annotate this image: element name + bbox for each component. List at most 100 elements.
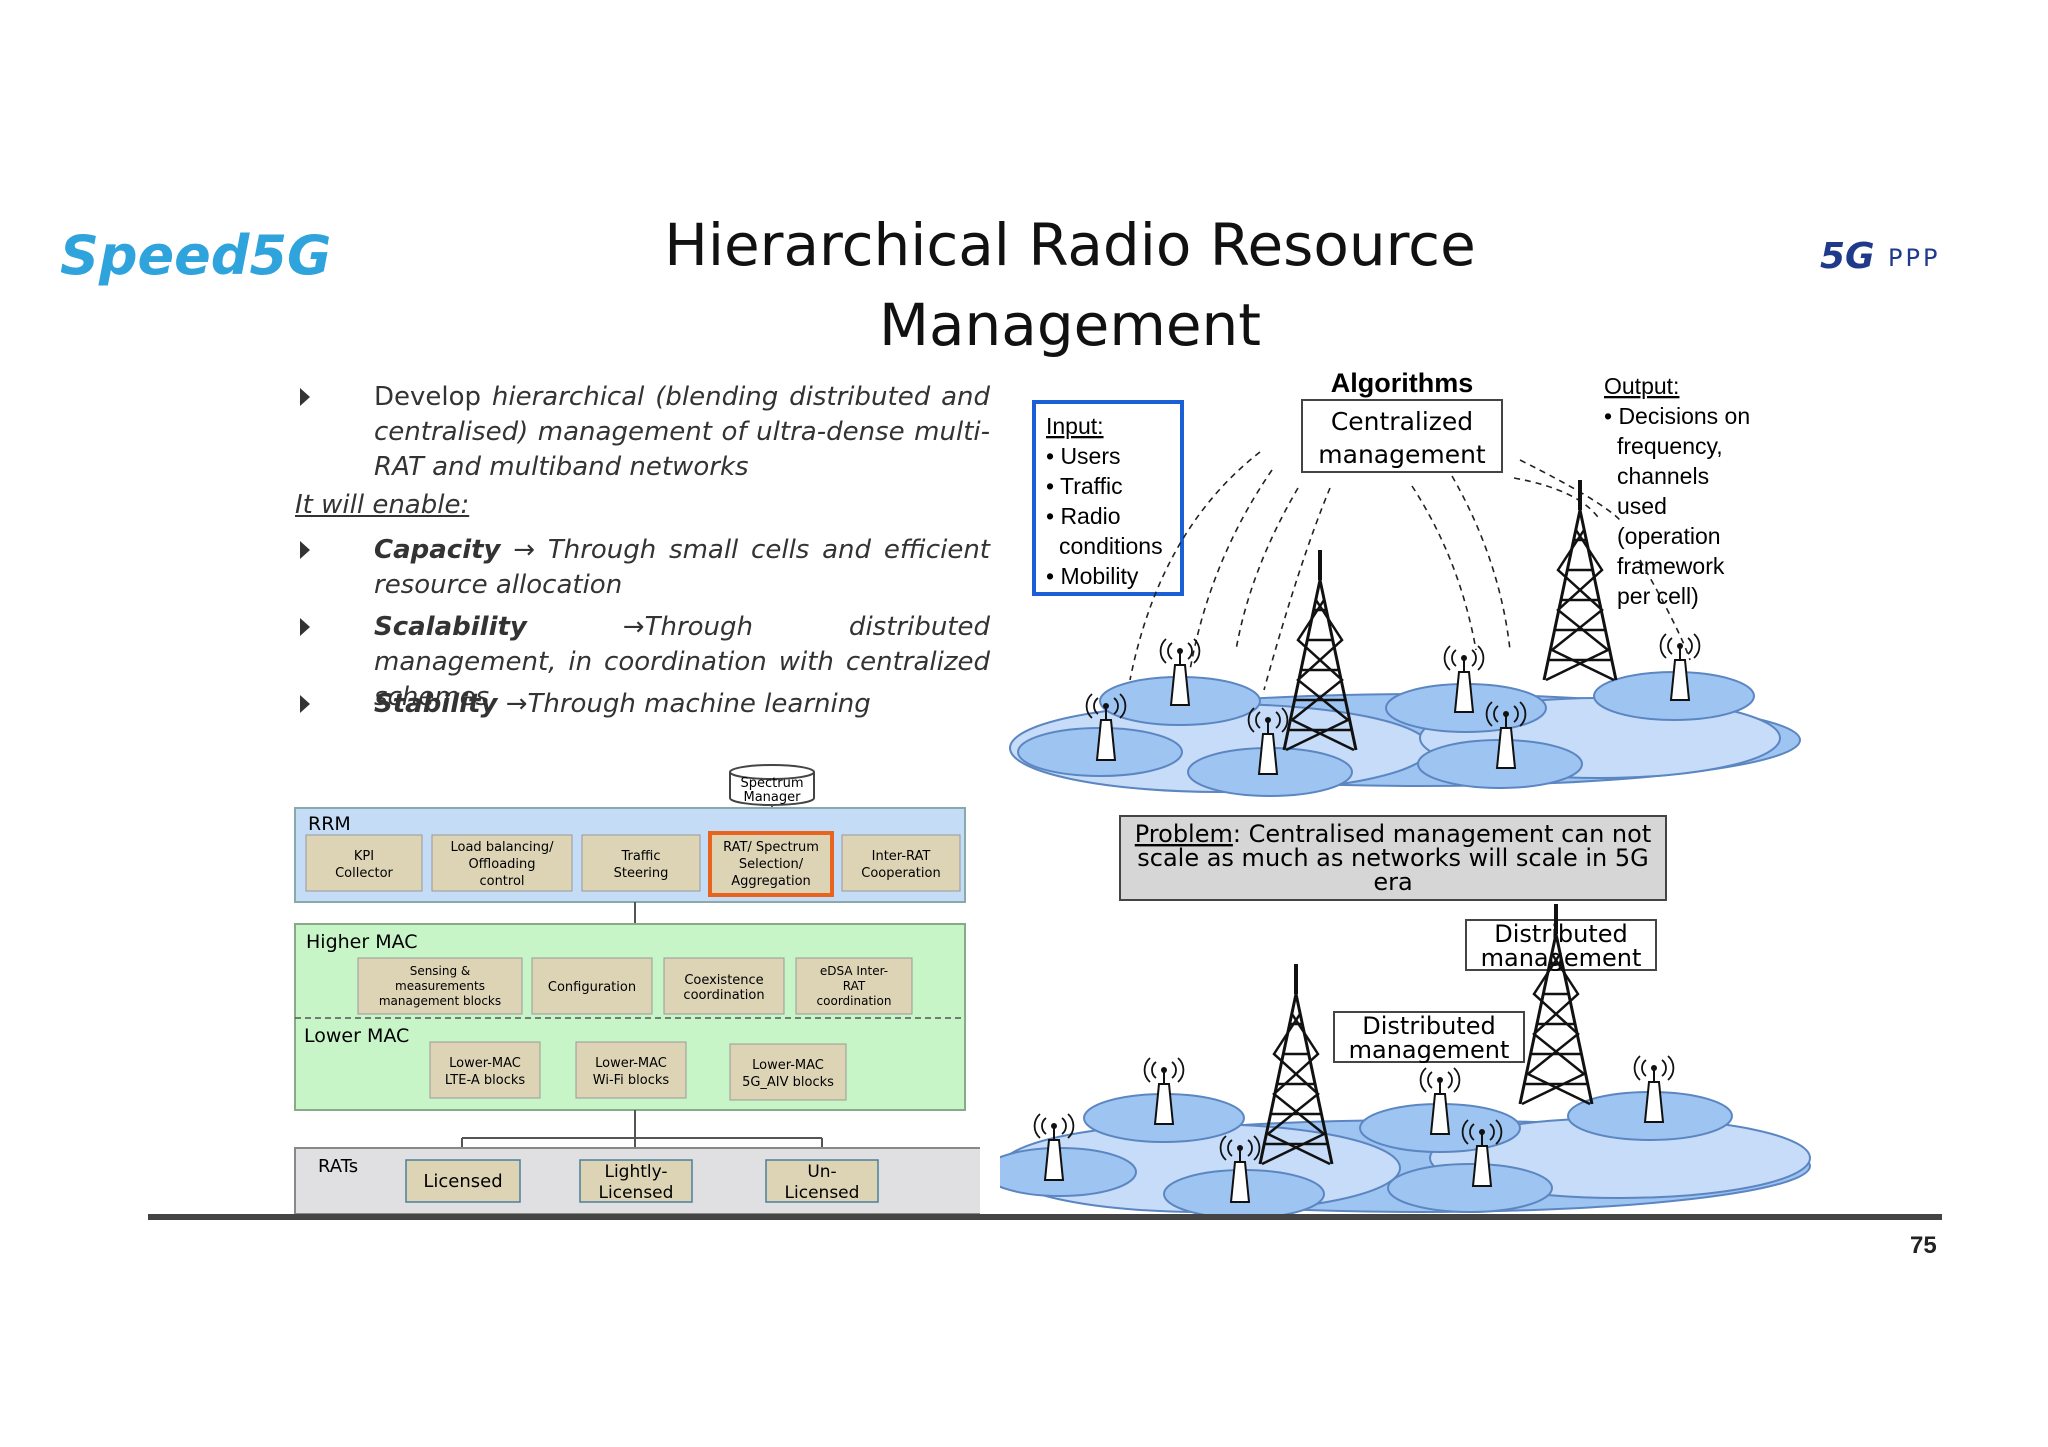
block-load-balancing bbox=[431, 834, 573, 892]
block-sensing bbox=[357, 957, 523, 1015]
block-label: control bbox=[479, 874, 524, 889]
block-label: LTE-A blocks bbox=[445, 1073, 526, 1088]
output-item: framework bbox=[1617, 553, 1725, 579]
block-label: Cooperation bbox=[861, 866, 940, 881]
bullet-text-italic: →Through machine learning bbox=[497, 689, 871, 719]
spectrum-manager-label: Spectrum bbox=[741, 776, 804, 791]
footer-rule bbox=[148, 1214, 1942, 1220]
speed5g-logo-text: Speed5G bbox=[60, 224, 331, 287]
block-label: Collector bbox=[335, 866, 393, 881]
higher-mac-label: Higher MAC bbox=[306, 931, 418, 953]
control-links bbox=[1129, 451, 1691, 691]
output-item: frequency, bbox=[1617, 433, 1723, 459]
distributed-label: Distributed bbox=[1362, 1012, 1495, 1040]
output-item: (operation bbox=[1617, 523, 1721, 549]
block-coexistence bbox=[663, 957, 785, 1015]
input-item: conditions bbox=[1059, 533, 1163, 559]
block-edsa bbox=[795, 957, 913, 1015]
input-item: • Mobility bbox=[1046, 563, 1139, 589]
block-lower-mac-lte bbox=[429, 1041, 541, 1099]
bullet-text-italic: hierarchical (blending distributed and c… bbox=[374, 382, 990, 482]
bullet-triangle-icon bbox=[300, 541, 310, 559]
bullet-bold: Scalability bbox=[374, 612, 527, 642]
distributed-management-box-2 bbox=[1333, 1011, 1525, 1063]
lower-mac-blocks: Lower-MAC LTE-A blocks Lower-MAC Wi-Fi b… bbox=[429, 1041, 847, 1101]
block-label: Licensed bbox=[785, 1183, 860, 1203]
block-label: Wi-Fi blocks bbox=[593, 1073, 670, 1088]
block-label: coordination bbox=[683, 988, 764, 1003]
bullet-text-italic: → Through small cells and efficient reso… bbox=[374, 535, 990, 600]
block-label: KPI bbox=[354, 849, 374, 864]
rrm-label: RRM bbox=[308, 813, 351, 835]
block-label: Lower-MAC bbox=[752, 1058, 824, 1073]
block-label: coordination bbox=[817, 994, 892, 1008]
block-unlicensed bbox=[765, 1159, 879, 1203]
page-title-line1: Hierarchical Radio Resource bbox=[664, 211, 1476, 279]
top-network bbox=[1009, 478, 1801, 797]
block-label: Licensed bbox=[423, 1171, 502, 1192]
block-label: Sensing & bbox=[410, 964, 471, 978]
block-label: measurements bbox=[395, 979, 485, 993]
rrm-blocks: KPI Collector Load balancing/ Offloading… bbox=[305, 831, 961, 897]
5gppp-logo-ppp: PPP bbox=[1888, 244, 1940, 272]
block-label: Offloading bbox=[468, 857, 535, 872]
bullet-stability: Stability →Through machine learning bbox=[300, 687, 990, 722]
bullet-text-italic: →Through distributed management, in coor… bbox=[374, 612, 990, 712]
problem-line3: era bbox=[1373, 868, 1412, 896]
block-label: Lower-MAC bbox=[595, 1056, 667, 1071]
bullet-triangle-icon bbox=[300, 618, 310, 636]
block-label: RAT/ Spectrum bbox=[723, 840, 819, 855]
block-lower-mac-wifi bbox=[575, 1041, 687, 1099]
problem-text: : Centralised management can not bbox=[1233, 820, 1651, 848]
block-licensed bbox=[405, 1159, 521, 1203]
input-item: • Traffic bbox=[1046, 473, 1123, 499]
block-label: Un- bbox=[807, 1162, 836, 1182]
block-label: Steering bbox=[614, 866, 669, 881]
block-label: RAT bbox=[843, 979, 866, 993]
output-item: channels bbox=[1617, 463, 1709, 489]
network-diagram: Algorithms Centralized management Input:… bbox=[1000, 368, 1811, 1219]
input-item: • Radio bbox=[1046, 503, 1121, 529]
block-label: Traffic bbox=[620, 849, 660, 864]
block-lightly-licensed bbox=[579, 1159, 693, 1203]
input-title: Input: bbox=[1046, 413, 1104, 439]
block-label: Selection/ bbox=[739, 857, 804, 872]
block-traffic-steering bbox=[581, 834, 701, 892]
problem-line2: scale as much as networks will scale in … bbox=[1137, 844, 1648, 872]
block-label: Configuration bbox=[548, 980, 636, 995]
problem-box bbox=[1119, 815, 1667, 901]
output-item: used bbox=[1617, 493, 1667, 519]
block-label: 5G_AIV blocks bbox=[742, 1075, 834, 1090]
enable-heading: It will enable: bbox=[295, 490, 470, 520]
bullet-bold: Capacity bbox=[374, 535, 501, 565]
input-item: • Users bbox=[1046, 443, 1121, 469]
lower-mac-label: Lower MAC bbox=[304, 1025, 409, 1047]
spectrum-manager-label: Manager bbox=[744, 790, 802, 805]
block-label: Licensed bbox=[599, 1183, 674, 1203]
rats-label: RATs bbox=[318, 1156, 358, 1177]
block-kpi-collector bbox=[305, 834, 423, 892]
input-box bbox=[1032, 400, 1184, 596]
output-item: • Decisions on bbox=[1604, 403, 1750, 429]
output-item: per cell) bbox=[1617, 583, 1699, 609]
bullet-bold: Stability bbox=[374, 689, 498, 719]
centralized-label: Centralized bbox=[1331, 407, 1473, 436]
bullet-capacity: Capacity → Through small cells and effic… bbox=[300, 533, 990, 603]
algorithms-label: Algorithms bbox=[1331, 368, 1474, 398]
bullet-text: Develop bbox=[374, 382, 492, 412]
problem-line1: Problem: Centralised management can not bbox=[1135, 820, 1651, 848]
bullet-triangle-icon bbox=[300, 388, 310, 406]
page-number: 75 bbox=[1910, 1232, 1937, 1259]
page-title-line2: Management bbox=[878, 291, 1262, 359]
block-label: Lower-MAC bbox=[449, 1056, 521, 1071]
block-label: Aggregation bbox=[731, 874, 811, 889]
block-lower-mac-5g bbox=[729, 1043, 847, 1101]
output-title: Output: bbox=[1604, 373, 1679, 399]
block-label: Lightly- bbox=[604, 1162, 667, 1182]
distributed-label: management bbox=[1349, 1036, 1510, 1064]
bottom-network bbox=[1000, 902, 1811, 1219]
block-label: Coexistence bbox=[684, 973, 763, 988]
bullet-hierarchical: Develop hierarchical (blending distribut… bbox=[300, 380, 990, 485]
page-title: Hierarchical Radio Resource Management bbox=[600, 205, 1540, 365]
bullet-triangle-icon bbox=[300, 695, 310, 713]
